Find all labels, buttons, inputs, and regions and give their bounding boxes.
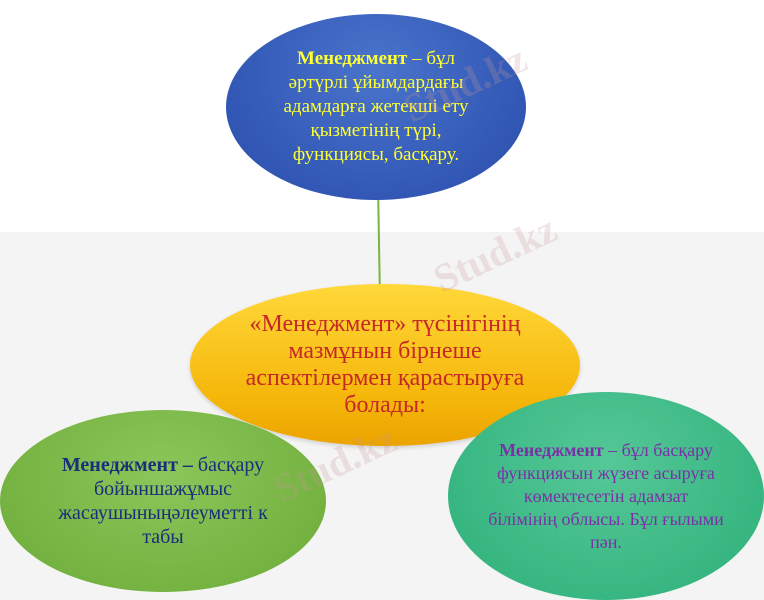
right-node-body: – бұл басқару функциясын жүзеге асыруға … bbox=[488, 439, 724, 552]
top-node: Менеджмент – бұл әртүрлі ұйымдардағы ада… bbox=[226, 14, 526, 200]
top-node-term: Менеджмент bbox=[297, 48, 408, 69]
top-node-text: Менеджмент – бұл әртүрлі ұйымдардағы ада… bbox=[266, 47, 486, 167]
center-node-text: «Менеджмент» түсінігінің мазмұнын бірнеш… bbox=[245, 311, 525, 418]
left-node-term: Менеджмент – bbox=[61, 454, 193, 476]
right-node-text: Менеджмент – бұл басқару функциясын жүзе… bbox=[488, 439, 724, 554]
right-node-term: Менеджмент bbox=[499, 439, 604, 460]
left-node: Менеджмент – басқару бойыншажұмыс жасауш… bbox=[0, 410, 326, 592]
left-node-text: Менеджмент – басқару бойыншажұмыс жасауш… bbox=[40, 453, 286, 549]
center-node: «Менеджмент» түсінігінің мазмұнын бірнеш… bbox=[190, 284, 580, 446]
right-node: Менеджмент – бұл басқару функциясын жүзе… bbox=[448, 392, 764, 600]
left-node-body: басқару бойыншажұмыс жасаушыныңәлеуметті… bbox=[58, 454, 268, 548]
top-node-body: – бұл әртүрлі ұйымдардағы адамдарға жете… bbox=[283, 48, 469, 165]
